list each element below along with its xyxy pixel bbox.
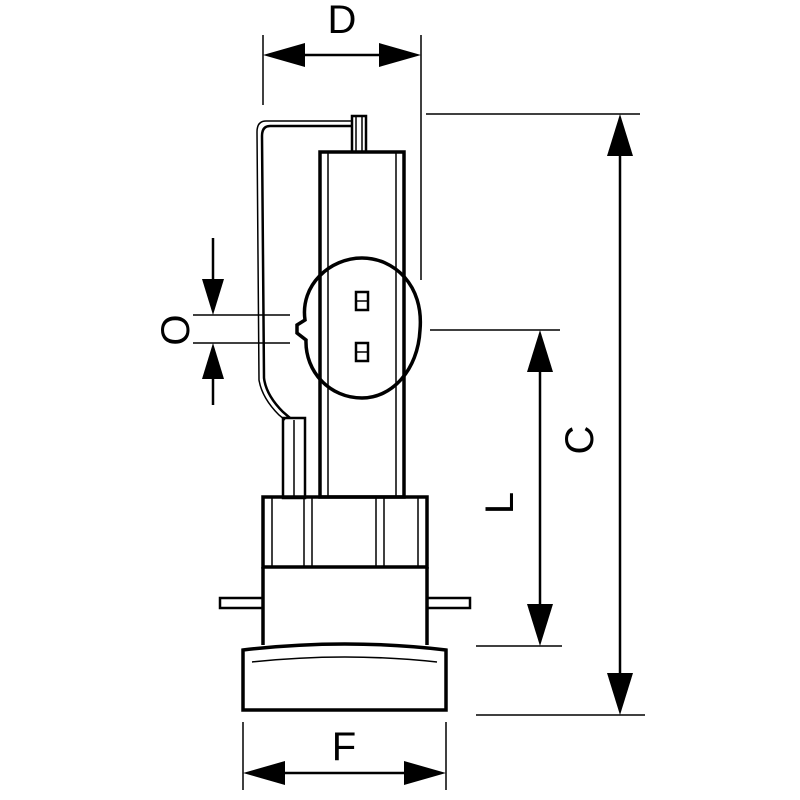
dimension-f: F	[242, 722, 447, 790]
left-tab	[218, 596, 265, 610]
label-f: F	[332, 725, 356, 769]
lamp-body	[218, 114, 472, 712]
quartz-tube	[318, 150, 406, 499]
dimension-l: L	[430, 329, 562, 647]
lamp-base-lower	[218, 567, 472, 712]
label-l: L	[478, 492, 522, 514]
dimension-c: C	[426, 113, 645, 716]
label-d: D	[328, 0, 357, 42]
right-tab	[425, 596, 472, 610]
label-o: O	[154, 314, 198, 345]
label-c: C	[558, 426, 602, 455]
lamp-base-upper	[261, 495, 429, 569]
dimension-d: D	[262, 0, 422, 280]
top-pin	[350, 114, 368, 154]
return-wire	[256, 120, 352, 500]
burner-bulb	[295, 256, 423, 400]
dimension-o: O	[154, 238, 290, 405]
